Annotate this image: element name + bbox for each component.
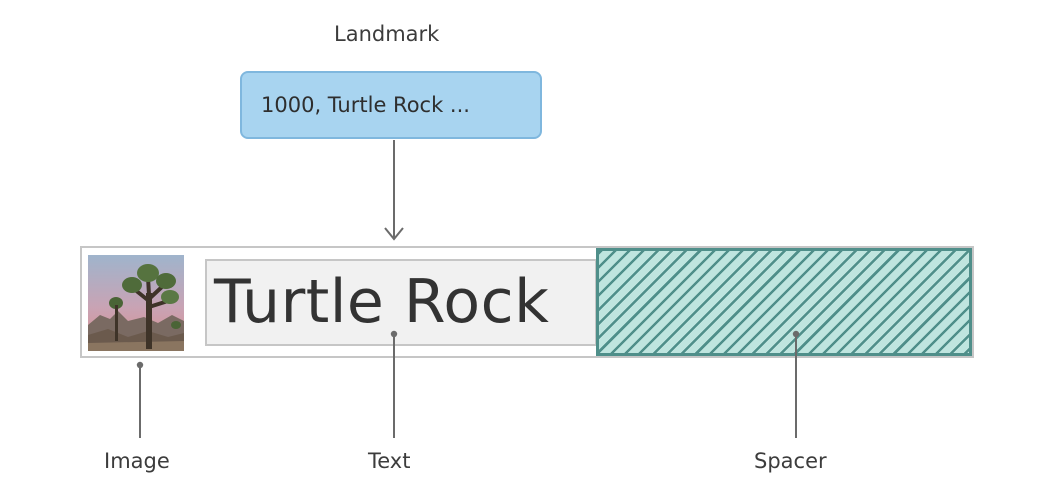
text-label: Text [368, 449, 411, 473]
landmark-name-text: Turtle Rock [214, 267, 550, 337]
joshua-tree-image [88, 255, 184, 351]
arrowhead-icon [384, 227, 404, 241]
spacer-label: Spacer [754, 449, 827, 473]
landmark-data-box: 1000, Turtle Rock ... [240, 71, 542, 139]
landmark-label: Landmark [334, 22, 440, 46]
image-connector-dot [136, 361, 144, 369]
image-label: Image [104, 449, 170, 473]
spacer-region [596, 248, 972, 356]
text-view-frame [205, 259, 597, 346]
